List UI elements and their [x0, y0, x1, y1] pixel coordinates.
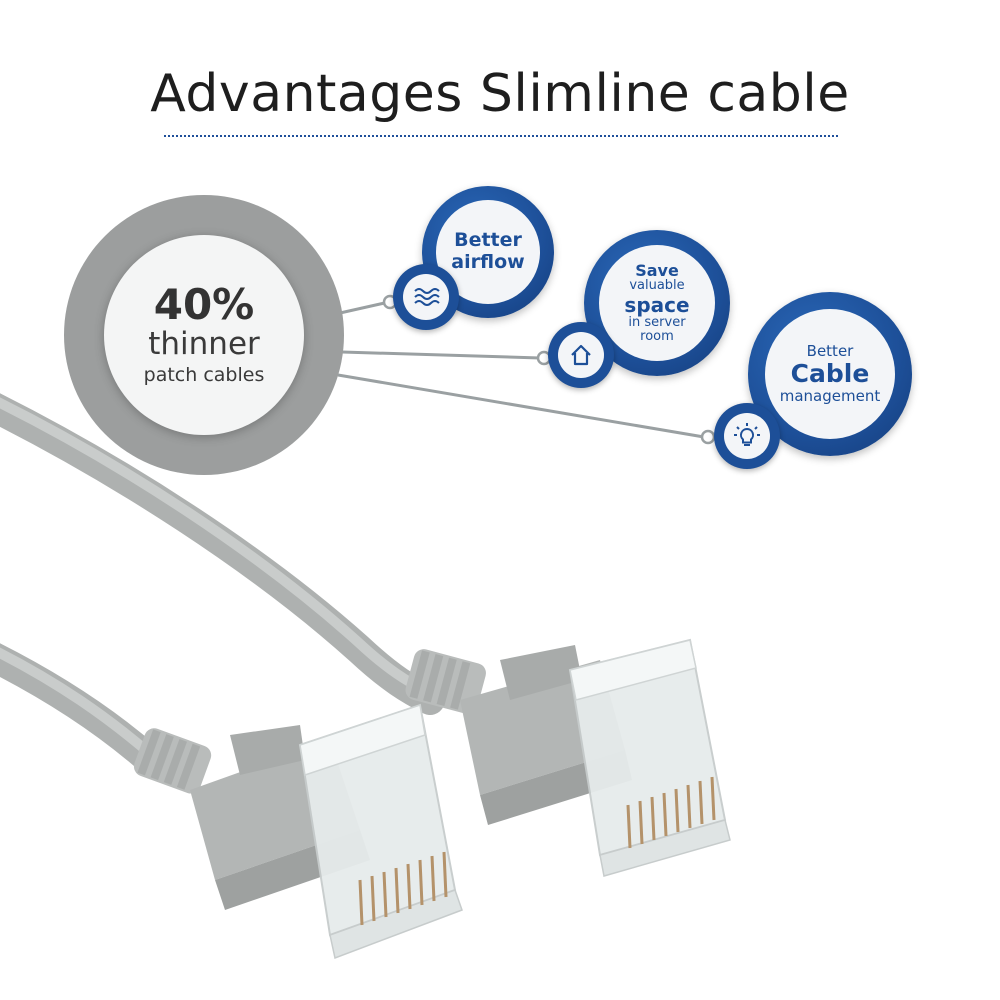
house-icon-badge — [548, 322, 614, 388]
airflow-icon-badge — [393, 264, 459, 330]
space-line-2: valuable — [629, 278, 685, 294]
house-icon — [571, 344, 591, 366]
space-line-1: Save — [635, 260, 679, 280]
airflow-line-2: airflow — [451, 251, 525, 273]
space-line-4: in server — [628, 314, 686, 330]
airflow-line-1: Better — [454, 229, 522, 252]
page-title: Advantages Slimline cable — [150, 64, 850, 124]
cable-line-3: management — [779, 387, 881, 405]
space-bubble: Save valuable space in server room — [584, 230, 730, 376]
connector-line-airflow — [339, 300, 390, 315]
rj45-plug-right — [405, 638, 731, 877]
thinner-badge: 40% thinner patch cables — [104, 235, 304, 435]
cable-line-2: Cable — [790, 358, 870, 388]
badge-percent: 40% — [153, 279, 255, 329]
connector-line-space — [341, 350, 541, 360]
cable-line-1: Better — [806, 342, 854, 360]
badge-line-2: patch cables — [143, 364, 265, 387]
badge-line-1: thinner — [148, 325, 260, 362]
lightbulb-icon — [734, 423, 760, 446]
space-line-5: room — [640, 328, 674, 344]
cable-upper — [0, 393, 445, 715]
connector-line-cable — [337, 373, 705, 439]
airflow-waves-icon — [414, 288, 440, 306]
lightbulb-icon-badge — [714, 403, 780, 469]
space-line-3: space — [624, 292, 690, 317]
rj45-plug-left — [133, 703, 463, 960]
title-divider — [164, 135, 838, 137]
